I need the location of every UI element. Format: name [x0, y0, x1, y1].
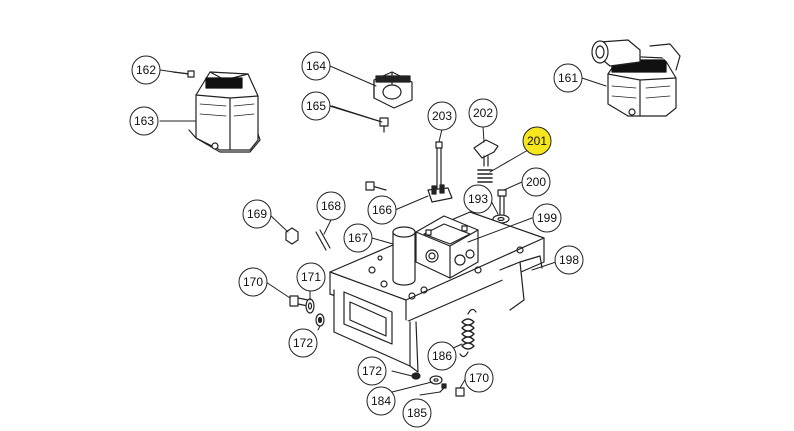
callout-circle: [522, 126, 552, 156]
callout-185: 185: [402, 398, 432, 428]
callout-label: 170: [243, 275, 263, 289]
nut-169: [285, 227, 299, 245]
callout-202: 202: [468, 98, 498, 128]
callout-193: 193: [463, 184, 493, 214]
callout-circle: [402, 398, 432, 428]
leader-lines: [159, 65, 607, 396]
callout-circle: [463, 184, 493, 214]
callout-label: 168: [321, 199, 341, 213]
callout-199: 199: [532, 203, 562, 233]
callout-circle: [129, 106, 159, 136]
callout-circle: [532, 203, 562, 233]
callout-184: 184: [366, 386, 396, 416]
callout-165: 165: [301, 91, 331, 121]
callout-circle: [468, 98, 498, 128]
screw-185: [439, 383, 447, 393]
callout-label: 186: [432, 349, 452, 363]
callout-label: 165: [306, 99, 326, 113]
callout-label: 193: [468, 192, 488, 206]
cylinder-167: [392, 226, 416, 286]
pin-168: [315, 229, 331, 251]
callout-169: 169: [242, 199, 272, 229]
washer-171: [305, 298, 315, 314]
return-spring-186: [459, 308, 477, 358]
callout-bubbles: 162 163 164 165 203 202 201 161 200 193 166 169 168 1…: [129, 51, 584, 428]
callout-166: 166: [367, 195, 397, 225]
callout-label: 172: [293, 336, 313, 350]
callout-label: 164: [306, 59, 326, 73]
callout-label: 184: [371, 394, 391, 408]
callout-label: 201: [527, 134, 547, 148]
cable-clamp-164: [373, 71, 413, 109]
callout-label: 185: [407, 406, 427, 420]
pedal-cover-housing-163: [188, 71, 261, 153]
callout-circle: [242, 199, 272, 229]
bolt-170-bottom: [455, 387, 465, 397]
callout-203: 203: [427, 101, 457, 131]
callout-label: 161: [558, 71, 578, 85]
callout-circle: [288, 328, 318, 358]
callout-164: 164: [301, 51, 331, 81]
callout-circle: [464, 363, 494, 393]
bolt-170-left: [289, 295, 309, 307]
callout-label: 199: [537, 211, 557, 225]
callout-label: 167: [348, 231, 368, 245]
connector-housing-161: [591, 39, 681, 117]
callout-circle: [131, 55, 161, 85]
callout-label: 166: [372, 203, 392, 217]
knob-202: [473, 139, 499, 167]
bolt-165: [329, 105, 389, 133]
callout-161: 161: [553, 63, 583, 93]
callout-170: 170: [238, 267, 268, 297]
callout-circle: [521, 167, 551, 197]
callout-label: 163: [134, 114, 154, 128]
callout-circle: [316, 191, 346, 221]
callout-circle: [238, 267, 268, 297]
callout-162: 162: [131, 55, 161, 85]
callout-circle: [553, 63, 583, 93]
callout-label: 169: [247, 207, 267, 221]
callout-label: 202: [473, 106, 493, 120]
small-spring-201: [477, 169, 493, 183]
callout-circle: [366, 386, 396, 416]
junction-box-199: [415, 215, 479, 279]
callout-201: 201: [522, 126, 552, 156]
callout-circle: [427, 101, 457, 131]
callout-circle: [367, 195, 397, 225]
pin-200: [497, 189, 507, 215]
nut-172-bottom: [411, 372, 421, 380]
callout-170: 170: [464, 363, 494, 393]
callout-172: 172: [357, 356, 387, 386]
callout-circle: [296, 262, 326, 292]
callout-circle: [301, 91, 331, 121]
callout-label: 162: [136, 63, 156, 77]
callout-circle: [343, 223, 373, 253]
callout-circle: [427, 341, 457, 371]
callout-circle: [554, 245, 584, 275]
callout-167: 167: [343, 223, 373, 253]
callout-circle: [357, 356, 387, 386]
callout-168: 168: [316, 191, 346, 221]
callout-198: 198: [554, 245, 584, 275]
connector-block-166: [365, 181, 453, 203]
callout-172: 172: [288, 328, 318, 358]
callout-label: 170: [469, 371, 489, 385]
callout-label: 198: [559, 253, 579, 267]
callout-label: 172: [362, 364, 382, 378]
callout-186: 186: [427, 341, 457, 371]
callout-label: 200: [526, 175, 546, 189]
callout-label: 203: [432, 109, 452, 123]
nut-172-left: [315, 313, 325, 327]
callout-circle: [301, 51, 331, 81]
callout-163: 163: [129, 106, 159, 136]
callout-label: 171: [301, 270, 321, 284]
callout-171: 171: [296, 262, 326, 292]
washer-184: [429, 375, 443, 385]
callout-200: 200: [521, 167, 551, 197]
